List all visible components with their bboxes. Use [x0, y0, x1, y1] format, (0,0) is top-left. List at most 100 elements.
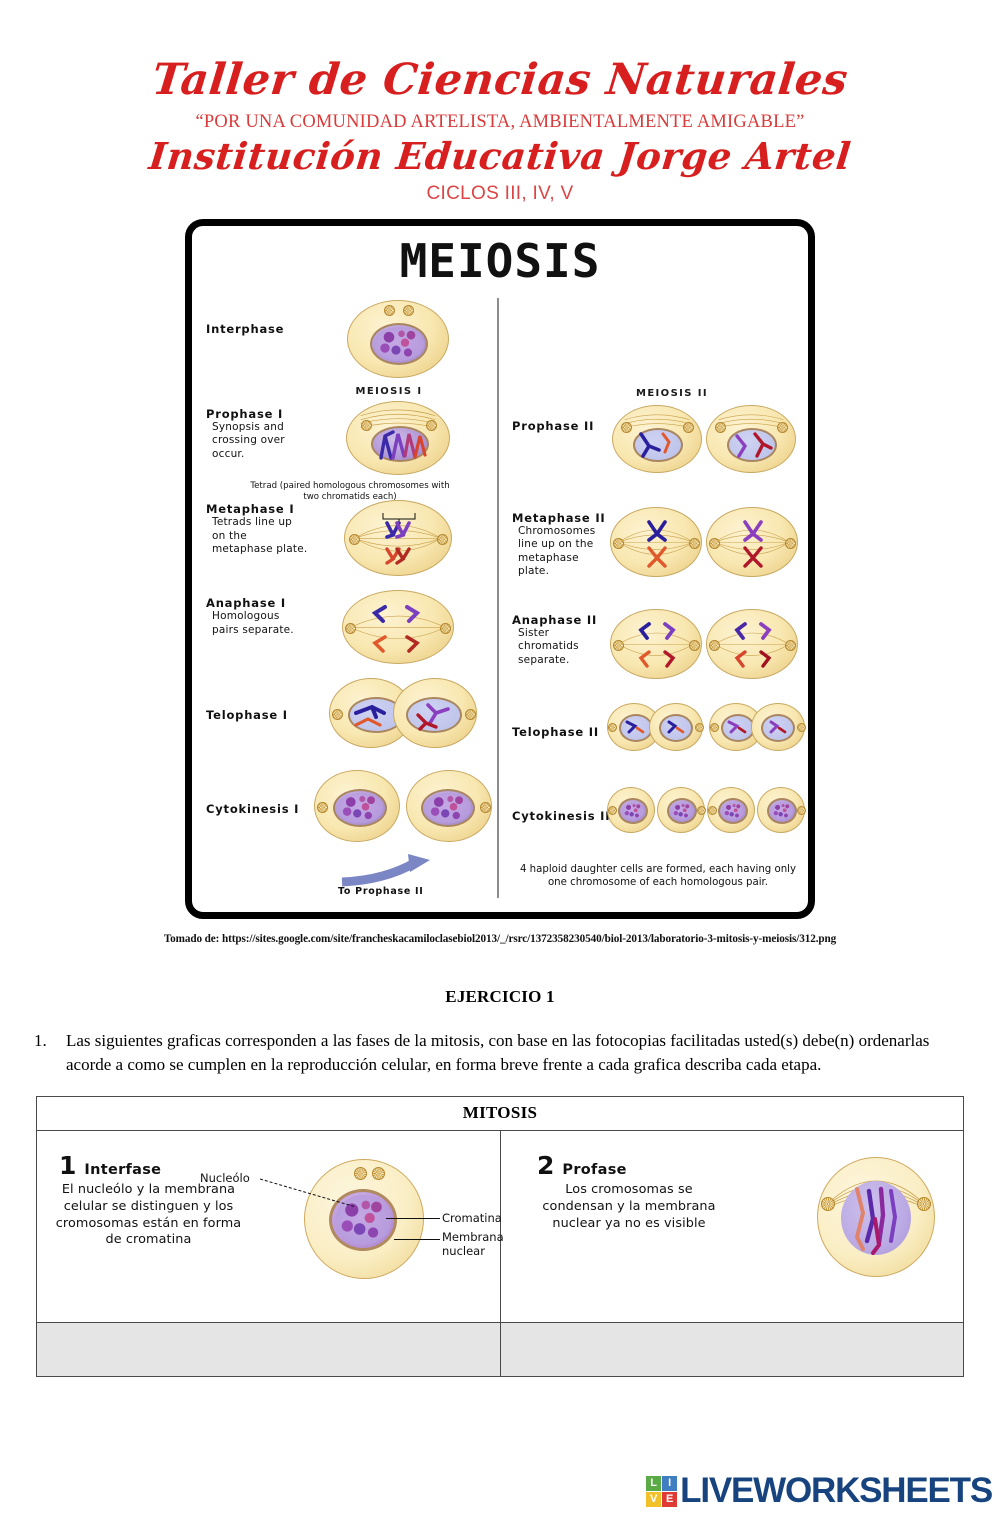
centriole-icon: [613, 639, 624, 651]
mitosis-phase-cell-profase: 2 Profase Los cromosomas se condensan y …: [500, 1129, 964, 1323]
stage-anaphase-ii: Anaphase II Sister chromatids separate.: [502, 608, 808, 697]
centriole-icon: [695, 722, 704, 732]
leader-line-membrana: [394, 1238, 440, 1240]
leader-line-cromatina: [386, 1217, 440, 1219]
mitosis-figure-row: 1 Interfase El nucleólo y la membrana ce…: [36, 1129, 964, 1323]
chromosomes: [735, 432, 773, 458]
centriole-icon: [797, 722, 806, 732]
stage-metaphase-i: Metaphase I Tetrads line up on the metap…: [198, 500, 498, 586]
mitosis-header-cell: MITOSIS: [36, 1095, 964, 1131]
centriole-icon: [709, 639, 720, 651]
logo-tile-l: L: [646, 1475, 662, 1491]
mitosis-header-label: MITOSIS: [462, 1102, 538, 1122]
stage-prophase-ii: Prophase II: [502, 404, 808, 489]
meiosis-diagram-panel: MEIOSIS Interphase: [185, 218, 815, 919]
exercise-text: Las siguientes graficas corresponden a l…: [66, 1030, 930, 1075]
nucleus-shape: [718, 797, 748, 824]
cell-illustration: [344, 500, 452, 577]
centriole-icon: [437, 534, 448, 546]
label-membrana-nuclear: Membrana nuclear: [442, 1229, 504, 1258]
centriole-icon: [349, 534, 360, 546]
centriole-icon: [384, 304, 395, 316]
stage-description: Synopsis and crossing over occur.: [212, 420, 285, 460]
phase-text-block: 2 Profase Los cromosomas se condensan y …: [529, 1153, 729, 1233]
cell-illustration: [346, 400, 450, 475]
chromosomes: [769, 720, 787, 734]
centriole-icon: [710, 722, 719, 732]
chromosomes: [639, 432, 671, 458]
meiosis-ii-column: MEIOSIS II Prophase II: [502, 298, 808, 890]
chromosomes: [625, 720, 645, 734]
meiosis-diagram-title: MEIOSIS: [399, 233, 601, 288]
stage-label: Telophase I: [206, 708, 288, 723]
centriole-icon: [317, 802, 328, 814]
centriole-icon: [608, 805, 617, 815]
stage-label: Prophase II: [512, 418, 595, 433]
centriole-icon: [697, 805, 706, 815]
centriole-icon: [403, 304, 414, 316]
tetrad-note: Tetrad (paired homologous chromosomes wi…: [250, 480, 450, 502]
liveworksheets-logo: L I V E LIVEWORKSHEETS: [646, 1471, 993, 1511]
exercise-title: EJERCICIO 1: [445, 986, 555, 1006]
centriole-icon: [821, 1196, 835, 1211]
centriole-icon: [332, 709, 343, 721]
chromatin-shape: [425, 793, 471, 824]
centriole-icon: [345, 623, 356, 635]
separating-chromatids: [638, 621, 676, 668]
cell-illustration: [709, 702, 763, 751]
haploid-cells-note: 4 haploid daughter cells are formed, eac…: [519, 863, 797, 889]
stage-label: Anaphase I: [206, 596, 286, 611]
chromatin-shape: [337, 793, 383, 824]
chromatin-shape: [722, 801, 744, 820]
answer-cell-profase[interactable]: [500, 1321, 964, 1377]
centriole-icon: [372, 1166, 385, 1180]
page-header: Taller de Ciencias Naturales “POR UNA CO…: [0, 0, 1000, 205]
nucleus-shape: [333, 789, 387, 828]
stage-label: Cytokinesis II: [512, 808, 611, 823]
cell-illustration: [347, 299, 449, 378]
stage-anaphase-i: Anaphase I Homologous pairs separate.: [198, 590, 498, 676]
mitosis-phase-cell-interfase: 1 Interfase El nucleólo y la membrana ce…: [36, 1129, 504, 1323]
logo-tile-e: E: [662, 1491, 678, 1507]
centriole-icon: [777, 421, 788, 433]
answer-cell-interfase[interactable]: [36, 1321, 501, 1377]
centriole-icon: [715, 421, 726, 433]
centriole-icon: [354, 1166, 367, 1180]
cell-illustration: [342, 590, 454, 665]
stage-description: Chromosomes line up on the metaphase pla…: [518, 524, 596, 578]
cell-illustration: [706, 506, 798, 577]
profase-figure: [729, 1153, 955, 1313]
centriole-icon: [689, 537, 700, 549]
chromosomes-crossing-over: [379, 430, 427, 460]
meiosis-ii-label: MEIOSIS II: [635, 387, 709, 399]
stage-description: Homologous pairs separate.: [212, 610, 294, 636]
school-motto: “POR UNA COMUNIDAD ARTELISTA, AMBIENTALM…: [195, 112, 805, 133]
stage-cytokinesis-ii: Cytokinesis II: [502, 786, 808, 857]
centriole-icon: [440, 623, 451, 635]
leader-line-nucleolo: [260, 1178, 357, 1208]
phase-number: 1: [59, 1150, 77, 1180]
stage-label: Prophase I: [206, 406, 284, 421]
cell-illustration: [314, 770, 400, 843]
chromosomes: [667, 720, 685, 734]
exercise-instruction-block: 1. Las siguientes graficas corresponden …: [34, 1029, 960, 1078]
chromosomes: [727, 720, 747, 734]
school-name: Institución Educativa Jorge Artel: [146, 134, 854, 179]
centriole-icon: [709, 537, 720, 549]
cell-illustration: [610, 608, 702, 679]
centriole-icon: [361, 419, 372, 431]
centriole-icon: [465, 709, 476, 721]
meiosis-i-column: Interphase MEIOSIS I Prophase: [198, 298, 498, 908]
label-nucleolo: Nucleólo: [200, 1170, 250, 1185]
meiosis-diagram-wrapper: MEIOSIS Interphase: [185, 218, 815, 919]
stage-cytokinesis-i: Cytokinesis I: [198, 770, 498, 854]
centriole-icon: [426, 419, 437, 431]
to-prophase-arrow-group: To Prophase II: [198, 854, 498, 908]
curved-arrow-icon: [341, 854, 430, 887]
phase-name: Interfase: [84, 1161, 162, 1178]
spindle-fibers: [350, 616, 446, 640]
cell-illustration: [751, 702, 806, 751]
meiosis-column-divider: [497, 297, 499, 898]
centriole-icon: [608, 722, 617, 732]
source-caption: Tomado de: https://sites.google.com/site…: [163, 932, 837, 945]
